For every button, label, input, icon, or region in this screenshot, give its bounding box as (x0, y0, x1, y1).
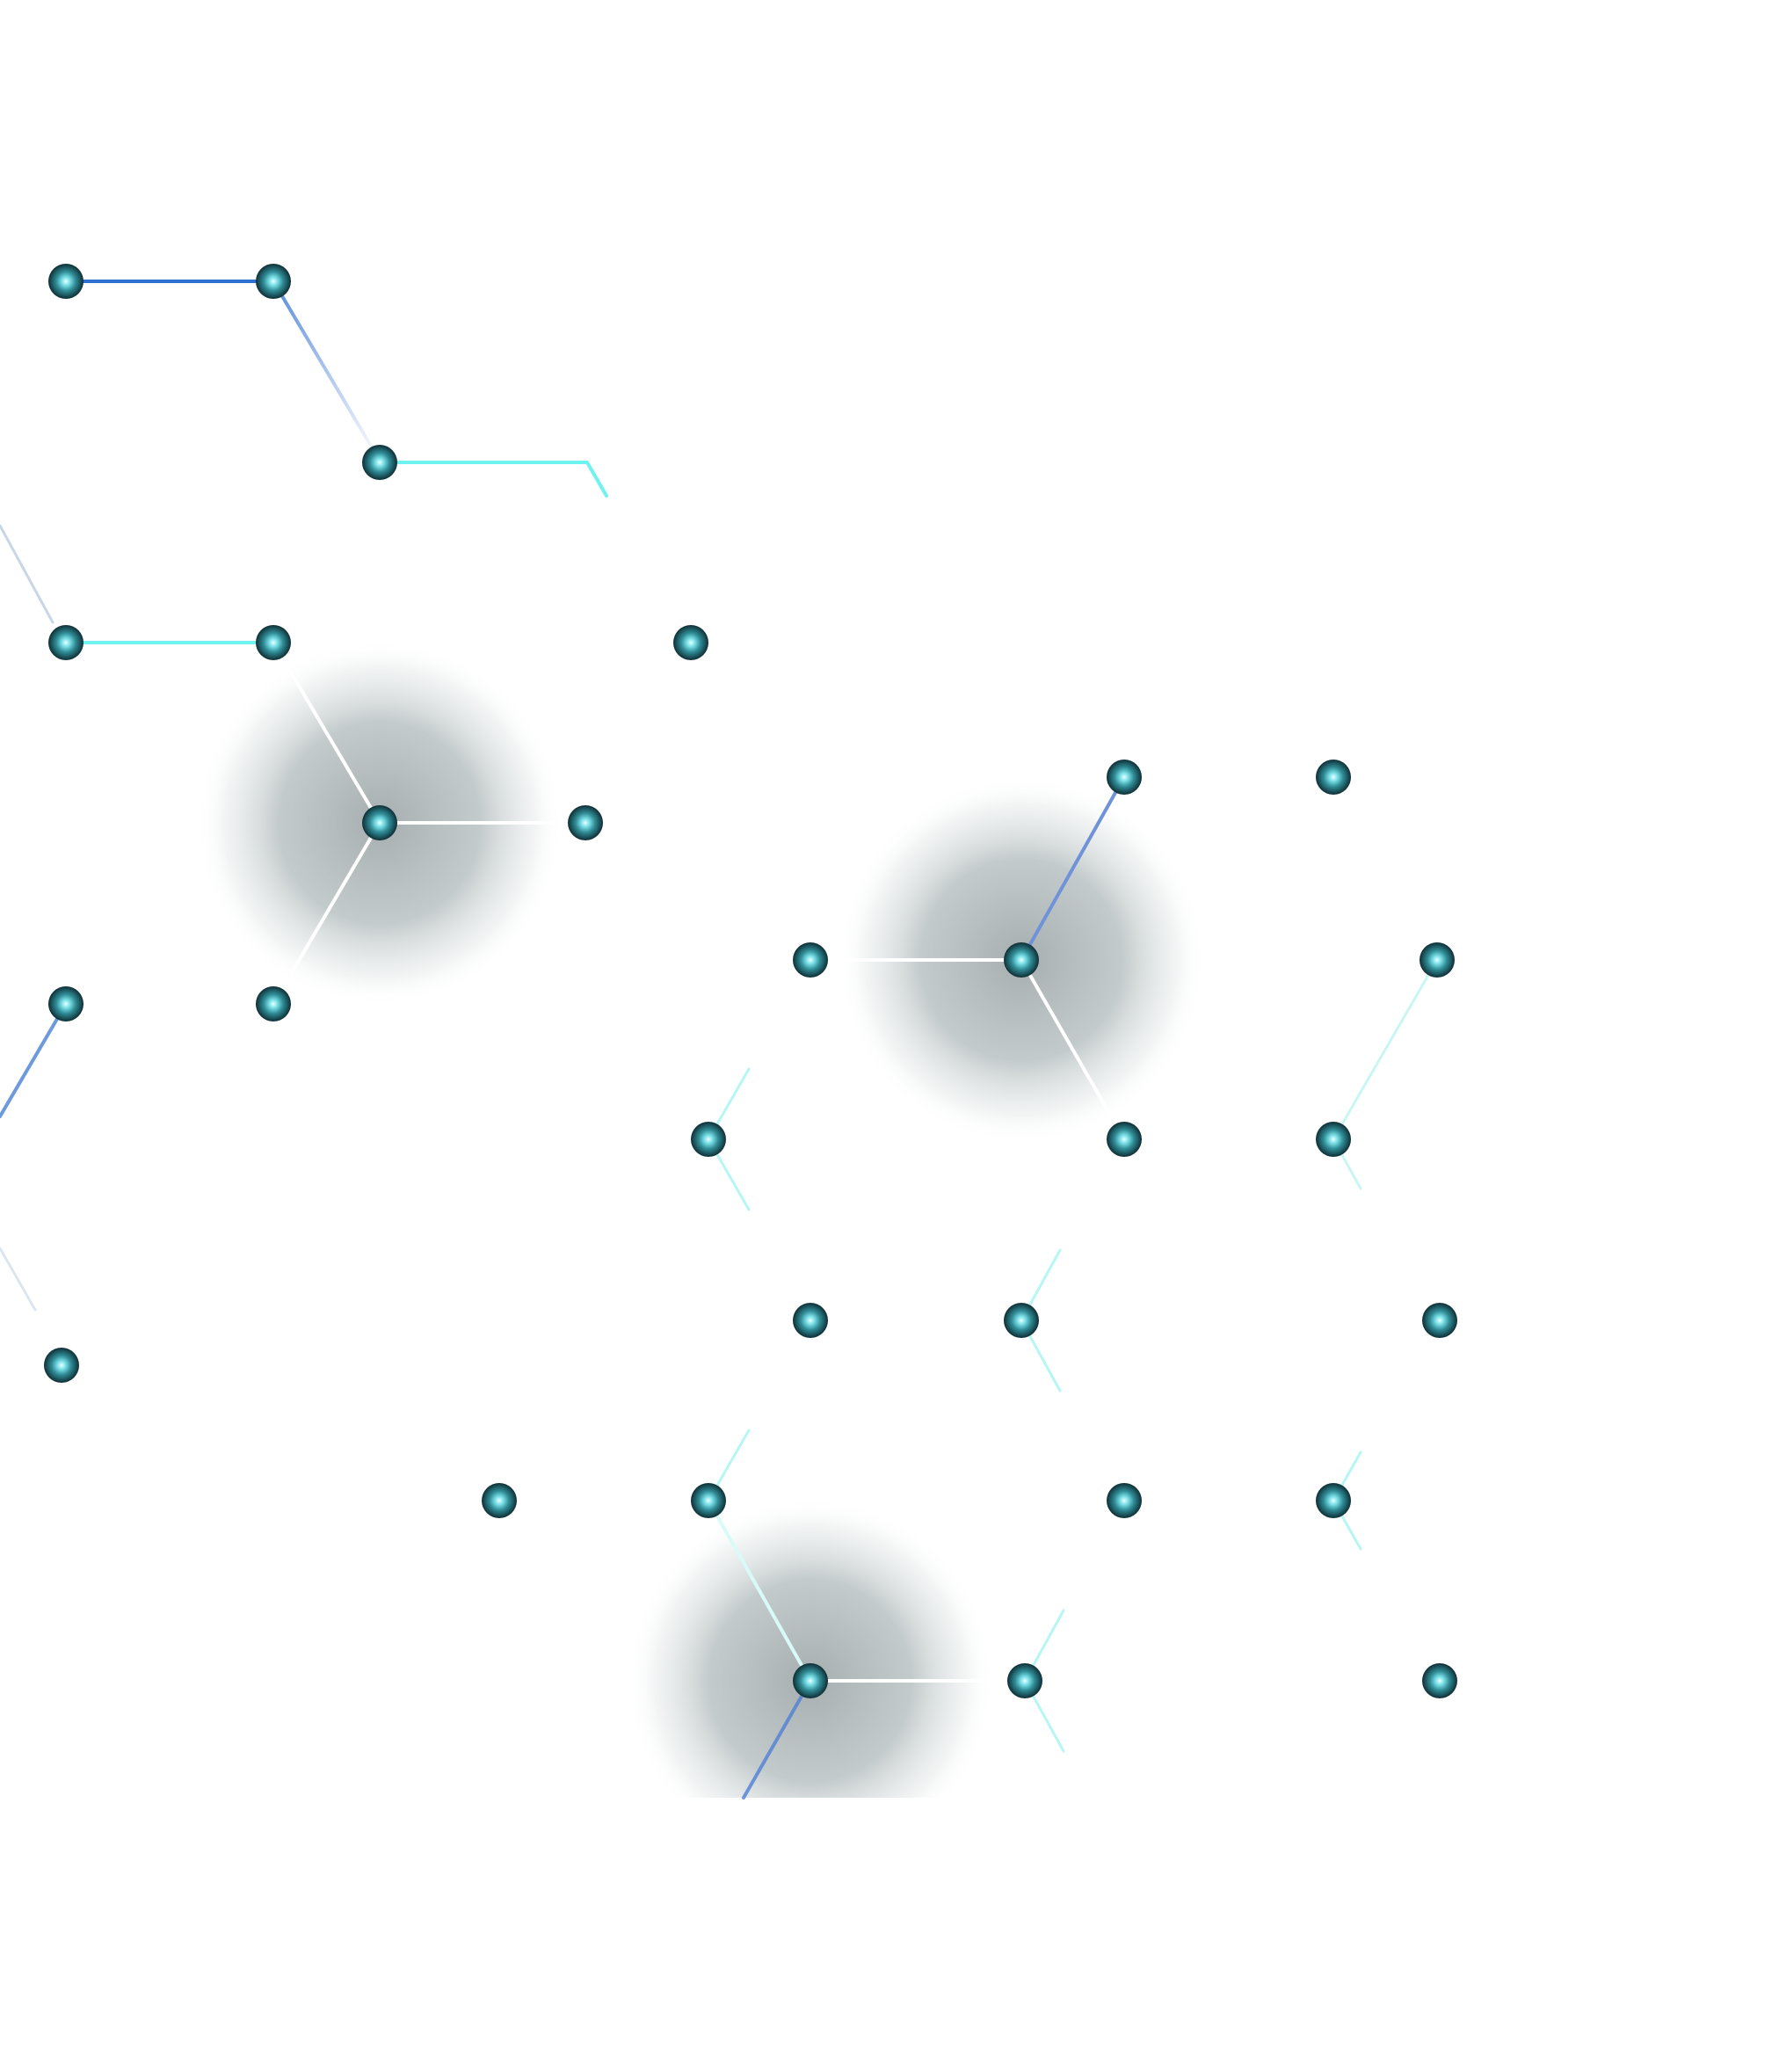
network-node (691, 1483, 726, 1518)
network-node (1420, 942, 1455, 978)
network-node (48, 625, 84, 660)
network-node (1422, 1303, 1457, 1338)
link-line (272, 821, 381, 1006)
network-node (1316, 1483, 1351, 1518)
link-line (0, 524, 54, 624)
network-node (482, 1483, 517, 1518)
network-node (48, 986, 84, 1021)
network-node (1107, 1122, 1142, 1157)
link-line (1332, 958, 1439, 1141)
network-node (793, 1663, 828, 1698)
link-line (378, 461, 608, 498)
network-node (1107, 1483, 1142, 1518)
network-node (691, 1122, 726, 1157)
halo-group (197, 640, 1204, 1864)
link-line (1020, 958, 1126, 1141)
network-node (48, 264, 84, 299)
link-line (742, 1679, 812, 1799)
link-line (1020, 775, 1126, 962)
network-node (1004, 942, 1039, 978)
network-node (362, 445, 397, 480)
network-node (256, 625, 291, 660)
network-node (793, 1303, 828, 1338)
network-node (1007, 1663, 1042, 1698)
network-node (568, 805, 603, 840)
node-group (44, 264, 1457, 1698)
network-node (1004, 1303, 1039, 1338)
network-node (673, 625, 708, 660)
network-node (793, 942, 828, 978)
network-node (44, 1348, 79, 1383)
network-node (256, 264, 291, 299)
network-node (1316, 760, 1351, 795)
link-line (0, 1002, 68, 1118)
link-line (272, 280, 381, 462)
network-node (1422, 1663, 1457, 1698)
link-line (707, 1499, 812, 1683)
link-line (272, 641, 381, 825)
network-node (1316, 1122, 1351, 1157)
link-group (0, 280, 1439, 1799)
link-line (0, 1247, 37, 1312)
halo-clip-mask (527, 1798, 1143, 2072)
network-node (362, 805, 397, 840)
network-node (1107, 760, 1142, 795)
network-node (256, 986, 291, 1021)
